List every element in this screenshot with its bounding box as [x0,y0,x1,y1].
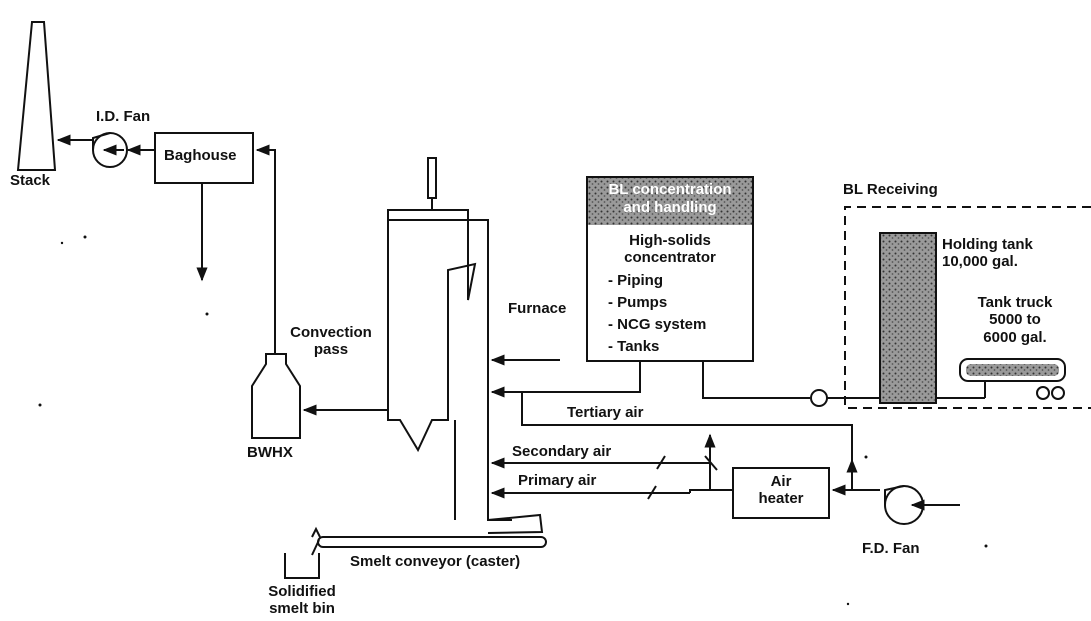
convection-pass-line-2: pass [313,341,349,359]
air-heater-label: Air heater [733,473,829,508]
tank-truck-line-3: 6000 gal. [983,328,1047,346]
tank-truck-line-1: Tank truck [977,294,1053,311]
bl-receiving-boundary [844,206,1091,409]
smelt-conveyor-label: Smelt conveyor (caster) [350,553,521,570]
tank-truck-fill [966,364,1059,376]
bl-concentration-header: BL concentration and handling [587,177,753,225]
concentrator-return-line [702,361,810,399]
list-item-tanks: - Tanks [608,338,660,355]
furnace-spout [487,513,544,534]
air-heater-line-1: Air [770,473,792,490]
vent-top [427,157,437,199]
smelt-bin-label: Solidified smelt bin [268,583,336,618]
list-item-pumps: - Pumps [608,294,668,311]
baghouse-label: Baghouse [164,147,237,164]
baghouse-box [154,132,254,184]
tertiary-air-path [521,398,853,490]
convection-pass-label: Convection pass [283,324,379,359]
smelt-bin-line-2: smelt bin [269,600,335,618]
truck-wheel-2 [1051,386,1065,400]
stack-label: Stack [10,172,51,189]
list-item-piping: - Piping [608,272,663,289]
convection-pass-line-1: Convection [290,324,372,341]
bwhx-label: BWHX [247,444,293,461]
smelt-drop [311,539,320,556]
primary-air-line [689,489,733,493]
tank-truck-label: Tank truck 5000 to 6000 gal. [960,294,1070,346]
bwhx-to-baghouse-line [255,144,276,355]
bl-conc-line-1: BL concentration [608,181,732,198]
air-heater-line-2: heater [758,490,804,508]
fd-fan-housing [884,485,905,505]
pump-circle [810,389,828,407]
hs-line-1: High-solids [629,232,711,249]
bwhx-vessel [251,353,301,439]
tertiary-air-label: Tertiary air [567,404,644,421]
stack-chimney [16,21,57,171]
id-fan-label: I.D. Fan [96,108,151,125]
primary-air-label: Primary air [518,472,597,489]
convection-pass-shell [387,220,477,453]
bl-conc-line-2: and handling [623,199,717,216]
list-item-ncg: - NCG system [608,316,707,333]
furnace-label: Furnace [508,300,567,317]
air-heater-box [732,467,830,519]
hs-line-2: concentrator [624,249,716,267]
secondary-air-label: Secondary air [512,443,612,460]
holding-tank [879,232,937,404]
primary-air-tick [647,485,657,500]
truck-wheel-1 [1036,386,1050,400]
holding-tank-line-2: 10,000 gal. [942,253,1018,271]
roof-cap [387,209,469,221]
holding-tank-line-1: Holding tank [942,236,1033,253]
id-fan-housing [92,132,111,150]
bl-header-fill [588,178,752,225]
high-solids-label: High-solids concentrator [588,232,752,267]
smelt-bin [284,553,320,579]
bl-receiving-label: BL Receiving [843,181,938,198]
concentrator-to-furnace-line-1 [522,361,641,393]
tank-truck-line-2: 5000 to [989,311,1041,329]
holding-tank-label: Holding tank 10,000 gal. [942,236,1033,271]
furnace-shell [454,219,512,521]
smelt-drip-mark [311,526,321,538]
smelt-conveyor-belt [317,536,547,548]
scan-specks [38,235,988,606]
fd-fan-label: F.D. Fan [862,540,920,557]
secondary-air-tick [656,455,666,470]
smelt-bin-line-1: Solidified [268,583,336,600]
